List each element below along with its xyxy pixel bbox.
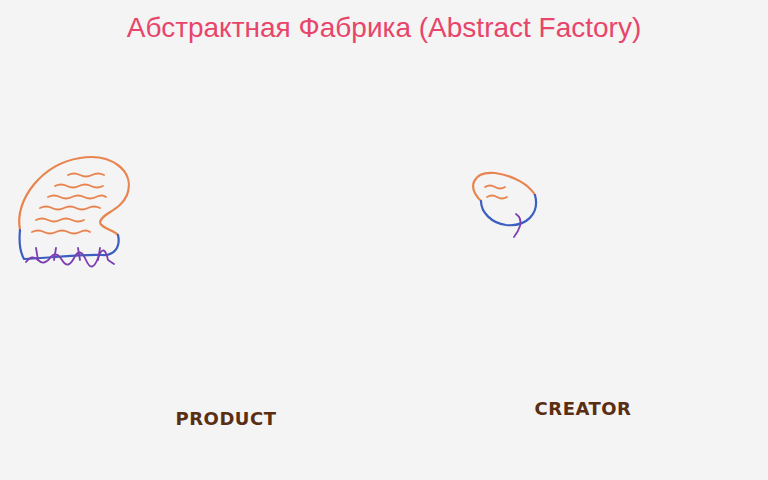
creator-blob-bottom: [481, 195, 536, 225]
diagram-title: Абстрактная Фабрика (Abstract Factory): [127, 12, 642, 44]
part-label: PRODUCT: [176, 408, 277, 429]
product-blob-bottom: [19, 230, 118, 259]
product-legs: [26, 248, 114, 267]
creator-blob-top: [473, 173, 535, 201]
creator-leg: [514, 214, 521, 237]
creator-lines: [485, 186, 507, 199]
product-lines: [32, 174, 106, 234]
product-blob-top: [19, 157, 129, 235]
part-label: CREATOR: [535, 398, 632, 419]
